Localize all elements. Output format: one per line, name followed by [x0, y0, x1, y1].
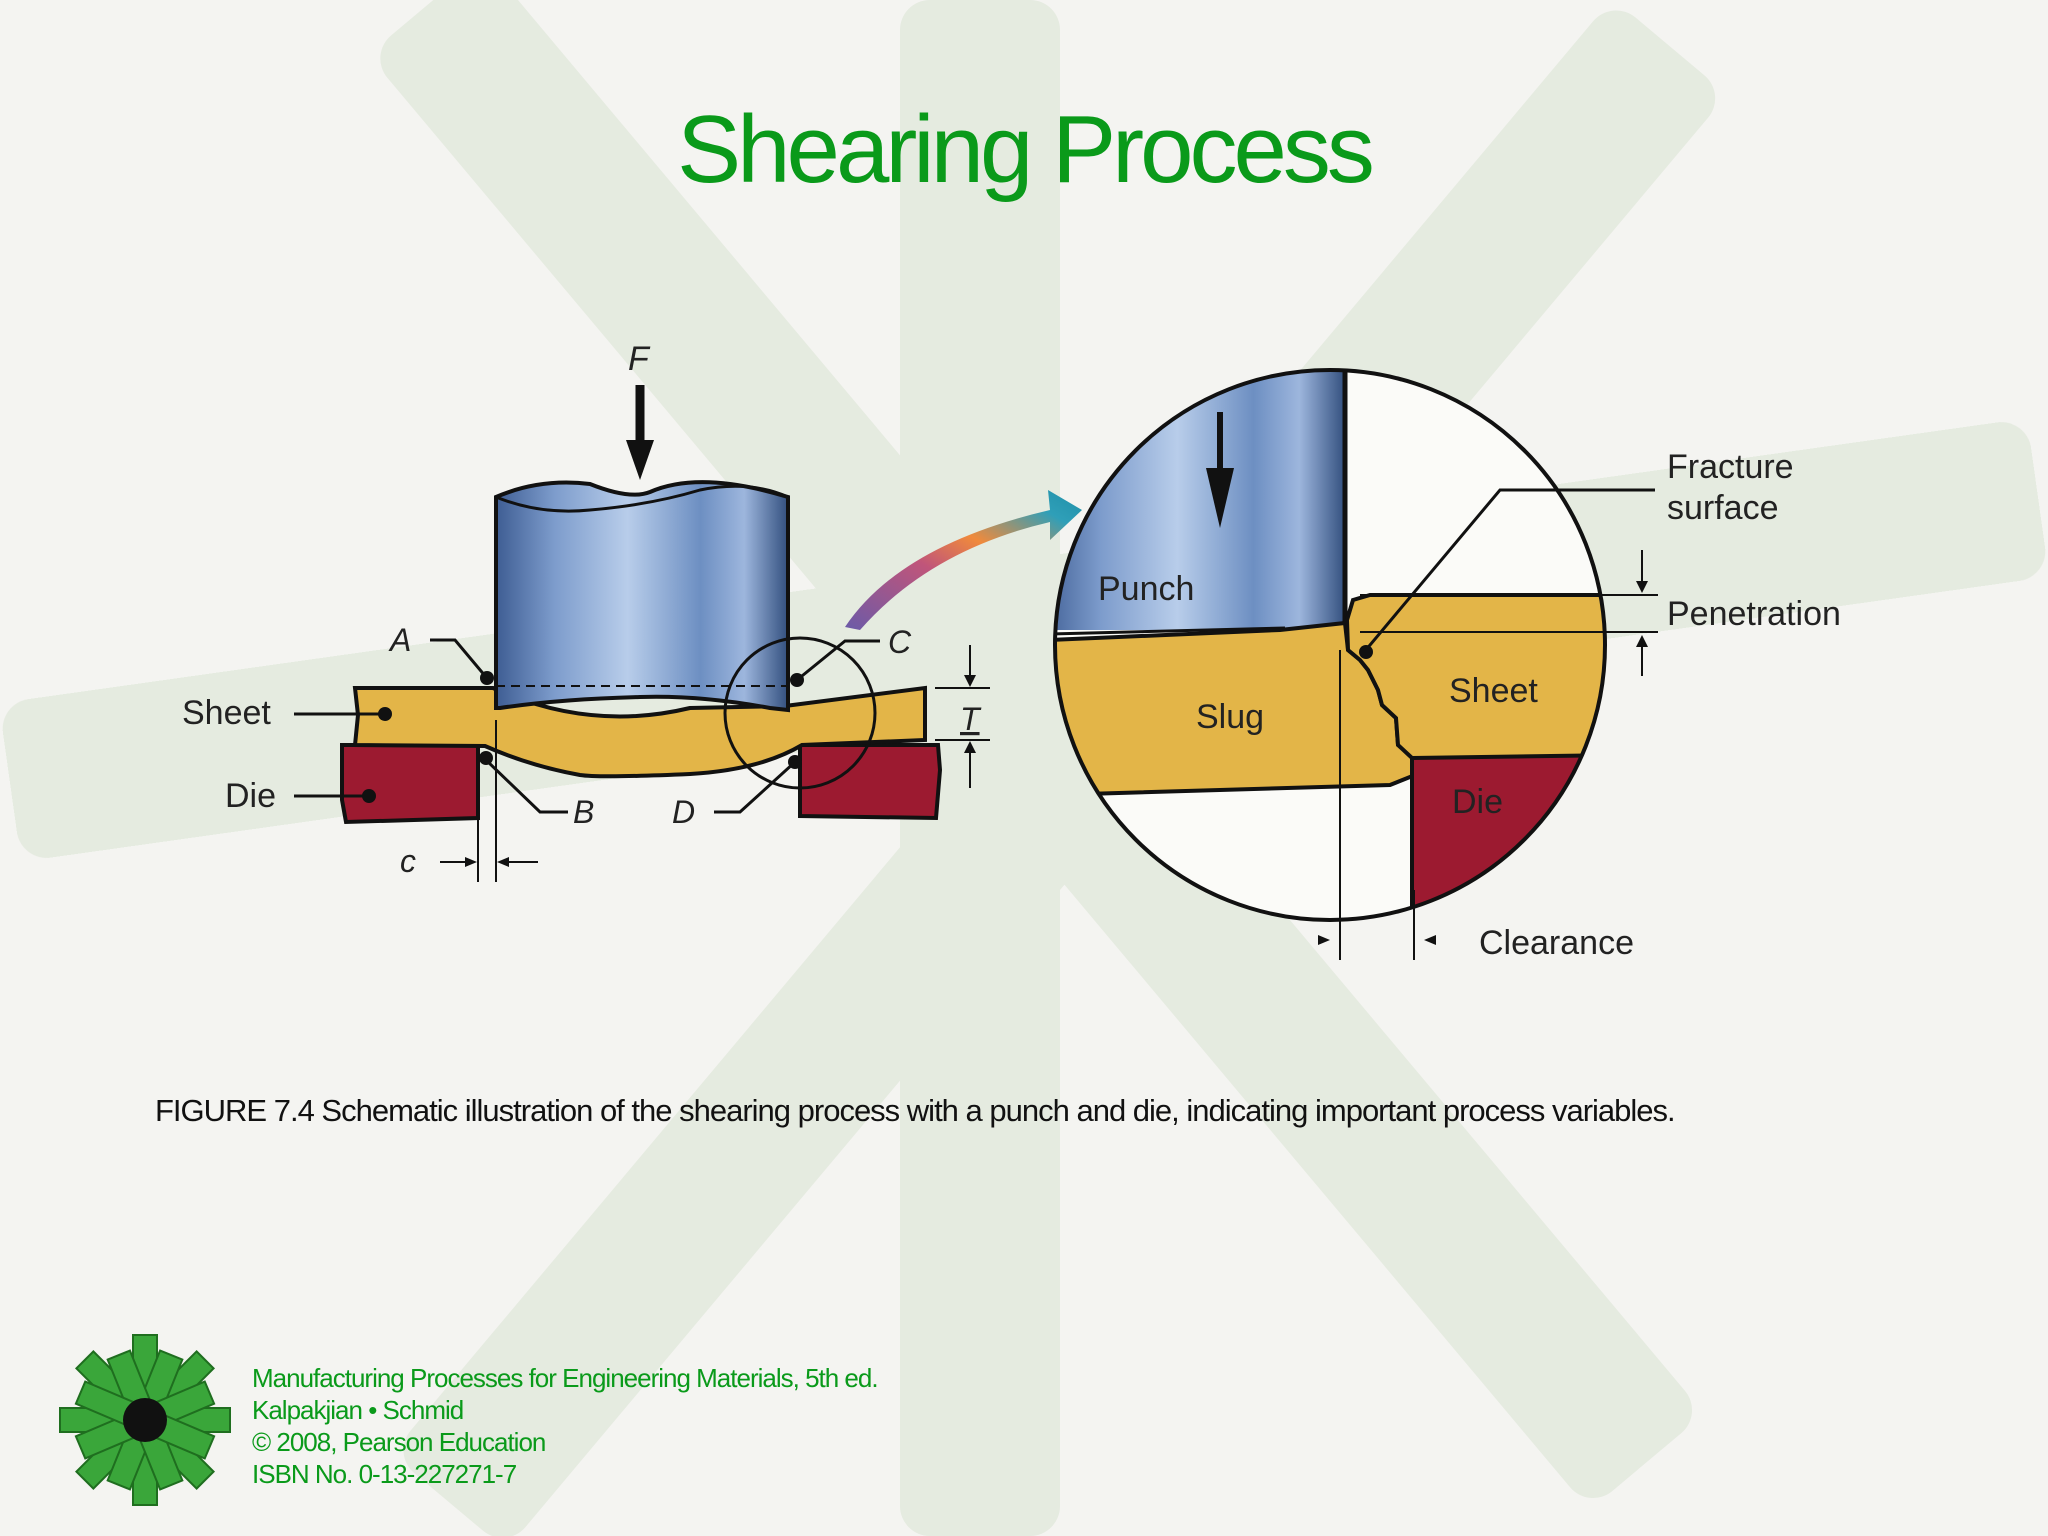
- label-fracture-line1: Fracture: [1667, 448, 1794, 486]
- footer-credits: Manufacturing Processes for Engineering …: [252, 1362, 879, 1490]
- label-punch: Punch: [1098, 570, 1194, 608]
- footer-copyright: © 2008, Pearson Education: [252, 1427, 546, 1457]
- footer-isbn: ISBN No. 0-13-227271-7: [252, 1459, 517, 1489]
- footer-authors: Kalpakjian • Schmid: [252, 1395, 464, 1425]
- label-clearance: Clearance: [1479, 924, 1634, 962]
- die-detail: [1410, 752, 1605, 920]
- label-fracture-line2: surface: [1667, 489, 1779, 527]
- magnify-arrow: [845, 490, 1082, 630]
- label-point-a: A: [388, 622, 411, 658]
- label-clearance-c: c: [400, 843, 416, 879]
- sheet-detail: [1344, 593, 1605, 760]
- label-slug: Slug: [1196, 698, 1264, 736]
- label-sheet-detail: Sheet: [1449, 672, 1538, 710]
- force-arrow: [626, 440, 654, 480]
- label-thickness: T: [960, 701, 982, 737]
- die-left: [340, 743, 480, 825]
- figure-caption: FIGURE 7.4 Schematic illustration of the…: [155, 1093, 1676, 1128]
- label-sheet-left: Sheet: [182, 694, 271, 732]
- detail-circle: [1053, 368, 1607, 922]
- label-point-c: C: [888, 624, 912, 660]
- label-die-left: Die: [225, 777, 276, 815]
- label-die-detail: Die: [1452, 783, 1503, 821]
- label-point-d: D: [672, 794, 695, 830]
- die-right: [798, 743, 943, 821]
- punch-left: [494, 480, 790, 713]
- page-title: Shearing Process: [677, 96, 1375, 203]
- label-point-b: B: [573, 794, 594, 830]
- footer-book-title: Manufacturing Processes for Engineering …: [252, 1363, 879, 1393]
- publisher-logo: [59, 1334, 231, 1506]
- label-force: F: [628, 340, 651, 378]
- detail-circle-left: [723, 636, 877, 790]
- label-penetration: Penetration: [1667, 595, 1841, 633]
